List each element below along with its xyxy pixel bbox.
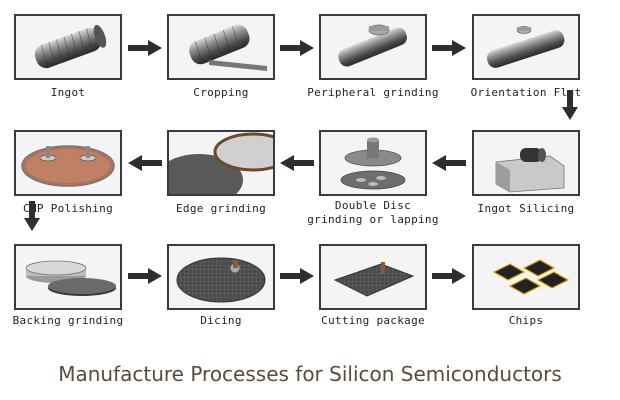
ingot-slicing-image — [472, 130, 580, 196]
step-label: Ingot — [50, 86, 86, 99]
cutting-package-image — [319, 244, 427, 310]
arrow-down-icon — [24, 201, 40, 231]
step-label: Backing grinding — [12, 314, 124, 327]
edge-grinding-image — [167, 130, 275, 196]
step-label: CMP Polishing — [23, 202, 113, 215]
step-label: Ingot Silicing — [477, 202, 575, 215]
step-label: Chips — [508, 314, 544, 327]
arrow-left-icon — [432, 155, 466, 171]
step-label: Orientation Flat — [470, 86, 582, 99]
backing-grinding-image — [14, 244, 122, 310]
peripheral-grinding-image — [319, 14, 427, 80]
dicing-image — [167, 244, 275, 310]
step-label: Cropping — [193, 86, 249, 99]
step-label: Dicing — [200, 314, 242, 327]
step-label: Cutting package — [321, 314, 425, 327]
arrow-right-icon — [280, 40, 314, 56]
arrow-right-icon — [432, 40, 466, 56]
arrow-left-icon — [280, 155, 314, 171]
arrow-right-icon — [128, 40, 162, 56]
cropping-image — [167, 14, 275, 80]
orientation-flat-image — [472, 14, 580, 80]
arrow-right-icon — [432, 268, 466, 284]
arrow-left-icon — [128, 155, 162, 171]
ingot-image — [14, 14, 122, 80]
arrow-right-icon — [280, 268, 314, 284]
chips-image — [472, 244, 580, 310]
page-title: Manufacture Processes for Silicon Semico… — [58, 362, 562, 386]
step-label: Double Disc — [334, 199, 412, 212]
arrow-down-icon — [562, 90, 578, 120]
step-label: Peripheral grinding — [307, 86, 439, 99]
step-label-line2: grinding or lapping — [307, 213, 439, 226]
cmp-polishing-image — [14, 130, 122, 196]
step-label: Edge grinding — [176, 202, 266, 215]
double-disc-image — [319, 130, 427, 196]
arrow-right-icon — [128, 268, 162, 284]
